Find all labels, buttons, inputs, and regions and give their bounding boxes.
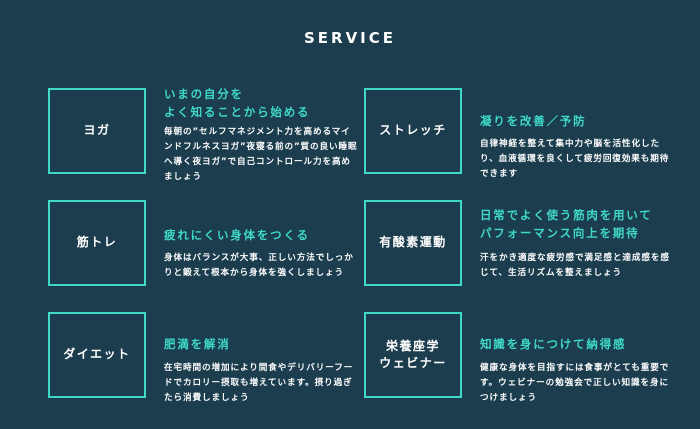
service-heading-yoga: いまの自分を よく知ることから始める (164, 87, 311, 119)
service-description-strength: 身体はバランスが大事、正しい方法でしっかりと鍛えて根本から身体を強くしましょう (164, 253, 354, 278)
service-heading-aerobic: 日常でよく使う筋肉を用いて パフォーマンス向上を期待 (480, 208, 653, 240)
service-card-aerobic: 有酸素運動 日常でよく使う筋肉を用いて パフォーマンス向上を期待 汗をかき適度な… (364, 200, 694, 300)
service-heading-stretch: 凝りを改善／予防 (480, 114, 587, 128)
service-description-yoga: 毎朝の”セルフマネジメント力を高めるマインドフルネスヨガ”夜寝る前の”質の良い睡… (164, 127, 358, 182)
service-box-yoga[interactable]: ヨガ (48, 88, 146, 174)
service-heading-diet: 肥満を解消 (164, 337, 231, 351)
service-box-diet[interactable]: ダイエット (48, 312, 146, 398)
service-card-diet: ダイエット 肥満を解消 在宅時間の増加により間食やデリバリーフードでカロリー摂取… (48, 312, 378, 412)
service-heading-strength: 疲れにくい身体をつくる (164, 228, 310, 242)
service-box-nutrition-webinar[interactable]: 栄養座学 ウェビナー (364, 312, 462, 398)
section-title: SERVICE (303, 29, 397, 47)
service-card-strength: 筋トレ 疲れにくい身体をつくる 身体はバランスが大事、正しい方法でしっかりと鍛え… (48, 200, 378, 300)
service-card-nutrition-webinar: 栄養座学 ウェビナー 知識を身につけて納得感 健康な身体を目指すには食事がとても… (364, 312, 694, 412)
service-card-yoga: ヨガ いまの自分を よく知ることから始める 毎朝の”セルフマネジメント力を高める… (48, 87, 378, 188)
service-description-nutrition-webinar: 健康な身体を目指すには食事がとても重要です。ウェビナーの勉強会で正しい知識を身に… (480, 363, 670, 403)
service-description-aerobic: 汗をかき適度な疲労感で満足感と達成感を感じて、生活リズムを整えましょう (480, 253, 670, 278)
service-heading-nutrition-webinar: 知識を身につけて納得感 (480, 337, 627, 351)
service-description-diet: 在宅時間の増加により間食やデリバリーフードでカロリー摂取も増えています。摂り過ぎ… (164, 363, 354, 403)
service-box-aerobic[interactable]: 有酸素運動 (364, 200, 462, 286)
service-card-stretch: ストレッチ 凝りを改善／予防 自律神経を整えて集中力や脳を活性化したり、血液循環… (364, 88, 694, 188)
service-box-strength[interactable]: 筋トレ (48, 200, 146, 286)
service-description-stretch: 自律神経を整えて集中力や脳を活性化したり、血液循環を良くして疲労回復効果も期待で… (480, 139, 670, 179)
service-box-stretch[interactable]: ストレッチ (364, 88, 462, 174)
